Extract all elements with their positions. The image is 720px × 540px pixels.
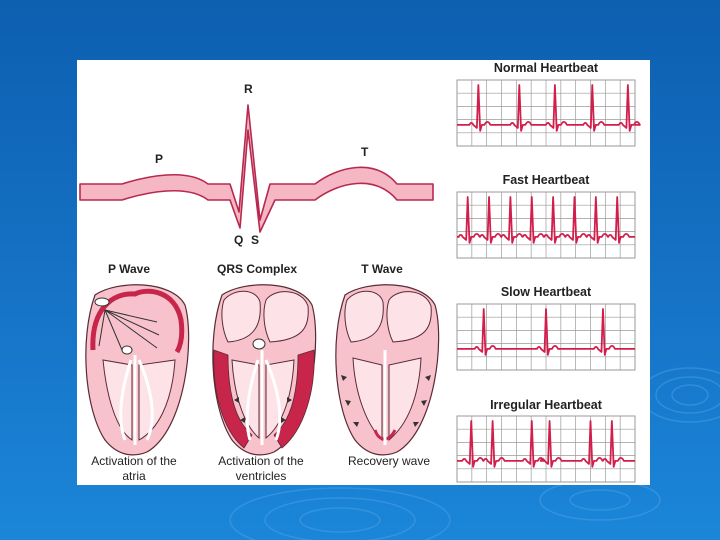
phase-title-qrs-complex: QRS Complex	[217, 262, 297, 276]
rhythm-strip-fast	[456, 191, 636, 259]
strip-grid	[456, 191, 636, 259]
rhythm-strip-slow	[456, 303, 636, 371]
ecg-label-q: Q	[234, 233, 243, 247]
strip-title-normal: Normal Heartbeat	[494, 61, 599, 75]
strip-trace	[457, 84, 641, 132]
phase-caption-p-wave-line2: atria	[122, 469, 146, 483]
rhythm-strip-irregular	[456, 415, 636, 483]
strip-title-fast: Fast Heartbeat	[503, 173, 591, 187]
ecg-waveform: R P T Q S	[79, 82, 434, 247]
phase-caption-qrs-line1: Activation of the	[218, 454, 304, 468]
strip-trace	[457, 308, 635, 356]
heart-t-wave-illustration	[335, 284, 440, 456]
heart-qrs-complex-illustration	[212, 284, 317, 456]
ecg-label-t: T	[361, 145, 369, 159]
strip-trace	[457, 196, 635, 244]
rhythm-strip-normal	[456, 79, 641, 147]
strip-grid	[456, 415, 636, 483]
phase-caption-p-wave-line1: Activation of the	[91, 454, 177, 468]
ecg-diagram-panel: R P T Q S P Wave QRS Complex T Wave	[77, 60, 650, 485]
ecg-label-r: R	[244, 82, 253, 96]
phase-title-t-wave: T Wave	[361, 262, 403, 276]
phase-caption-t-wave-line1: Recovery wave	[348, 454, 430, 468]
ecg-label-s: S	[251, 233, 259, 247]
phase-title-p-wave: P Wave	[108, 262, 150, 276]
strip-grid	[456, 79, 636, 147]
phase-caption-qrs-line2: ventricles	[236, 469, 287, 483]
strip-title-irregular: Irregular Heartbeat	[490, 398, 603, 412]
heart-p-wave-illustration	[85, 284, 190, 456]
strip-title-slow: Slow Heartbeat	[501, 285, 592, 299]
strip-trace	[457, 420, 635, 468]
ecg-label-p: P	[155, 152, 163, 166]
ecg-ribbon-shape	[79, 104, 434, 233]
